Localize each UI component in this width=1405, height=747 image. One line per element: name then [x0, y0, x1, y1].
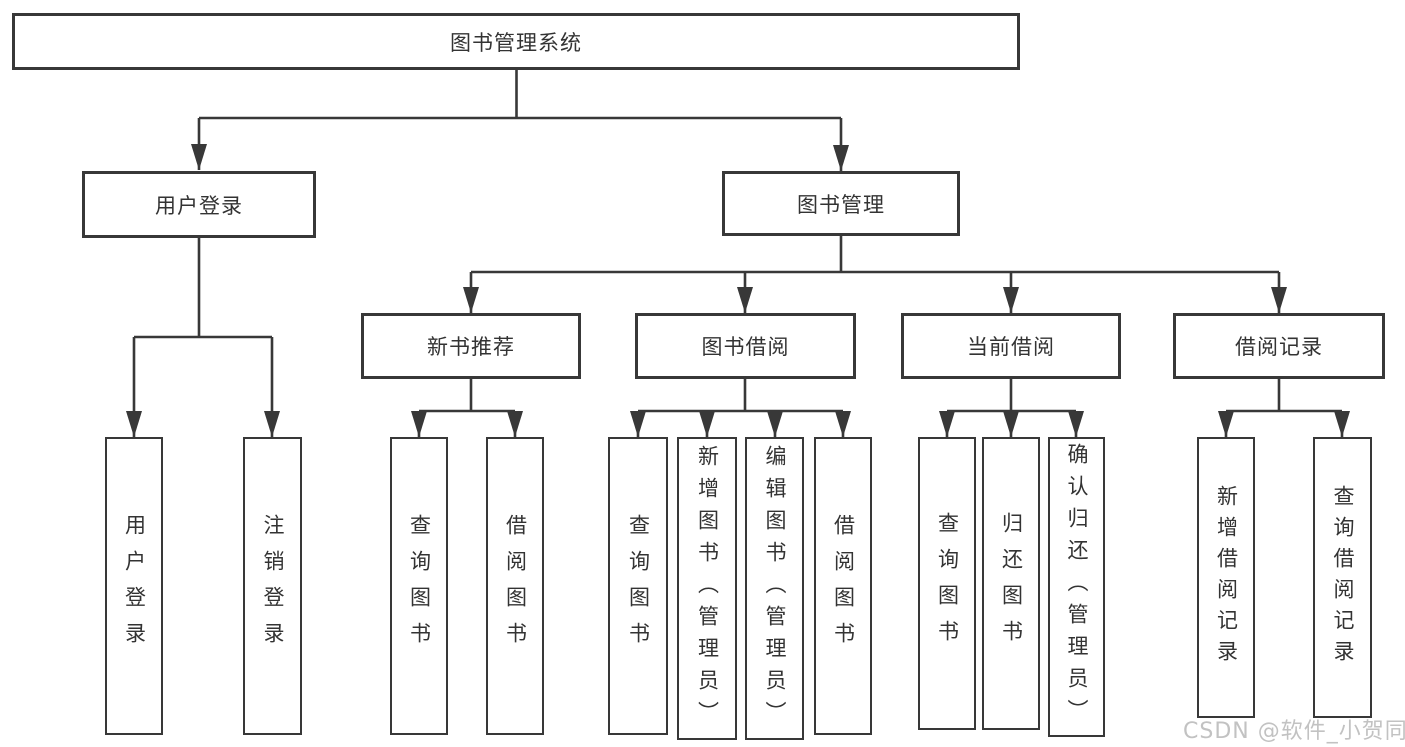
node-borrowing-records: 借阅记录 [1173, 313, 1385, 379]
leaf-borrow-books: 借阅图书 [814, 437, 872, 735]
leaf-query-books-recommend: 查询图书 [390, 437, 448, 735]
leaf-confirm-return-admin: 确认归还（管理员） [1048, 437, 1105, 737]
node-library-management-system: 图书管理系统 [12, 13, 1020, 70]
leaf-add-books-admin: 新增图书（管理员） [677, 437, 737, 740]
leaf-edit-books-admin: 编辑图书（管理员） [745, 437, 804, 740]
node-book-management: 图书管理 [722, 171, 960, 236]
leaf-user-login: 用户登录 [105, 437, 163, 735]
node-current-borrowing: 当前借阅 [901, 313, 1121, 379]
leaf-query-borrow-record: 查询借阅记录 [1313, 437, 1372, 718]
node-user-login: 用户登录 [82, 171, 316, 238]
node-new-book-recommendation: 新书推荐 [361, 313, 581, 379]
leaf-logout: 注销登录 [243, 437, 302, 735]
leaf-query-books-borrow: 查询图书 [608, 437, 668, 735]
node-book-borrowing: 图书借阅 [635, 313, 856, 379]
csdn-watermark: CSDN @软件_小贺同学 [1183, 719, 1405, 744]
arrowheads [126, 144, 1350, 437]
leaf-borrow-books-recommend: 借阅图书 [486, 437, 544, 735]
leaf-add-borrow-record: 新增借阅记录 [1197, 437, 1255, 718]
leaf-return-books: 归还图书 [982, 437, 1040, 730]
leaf-query-books-current: 查询图书 [918, 437, 976, 730]
